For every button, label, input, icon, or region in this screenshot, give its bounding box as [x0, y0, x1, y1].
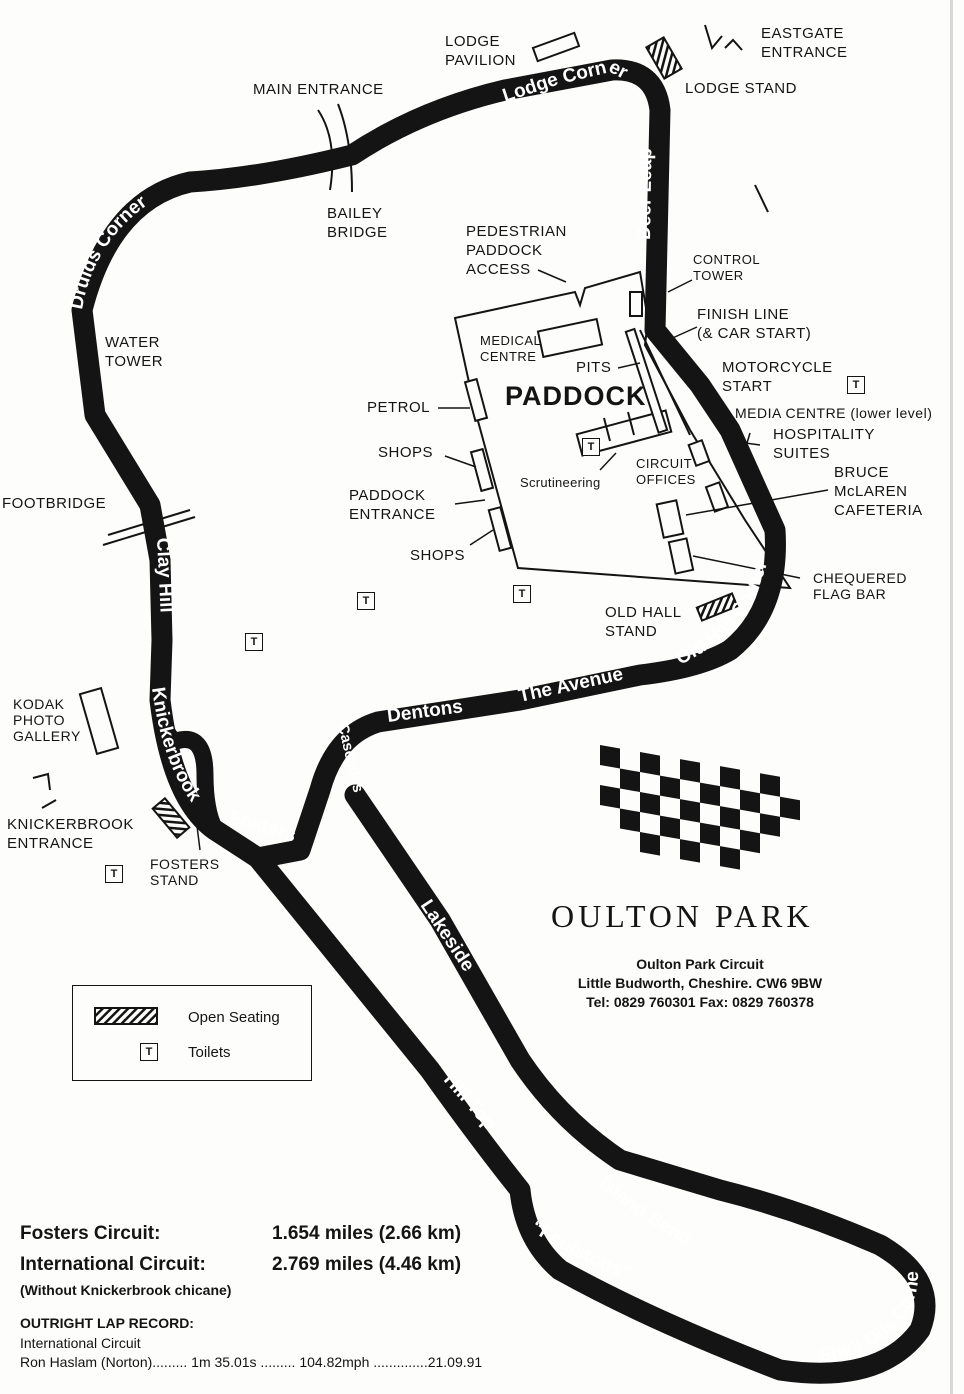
- label-eastgate-entrance: EASTGATE ENTRANCE: [761, 25, 848, 61]
- page-edge: [950, 0, 953, 1394]
- toilet-icon: T: [847, 376, 865, 394]
- media-centre-building: [687, 438, 711, 468]
- label-fosters-stand: FOSTERS STAND: [150, 856, 220, 888]
- address-line-3: Tel: 0829 760301 Fax: 0829 760378: [586, 994, 814, 1010]
- label-control-tower: CONTROL TOWER: [693, 252, 761, 283]
- track-main: [71, 59, 786, 869]
- footbridge: [102, 509, 196, 546]
- map-legend: Open Seating T Toilets: [72, 985, 312, 1081]
- track-south-loop: [247, 784, 936, 1384]
- eastgate-entrance-marker: [704, 24, 743, 51]
- track-labels: Lodge Corner Deer Leap Druids Corner Cla…: [0, 0, 923, 1367]
- label-motorcycle-start: MOTORCYCLE START: [722, 359, 833, 395]
- toilet-icon: T: [140, 1043, 158, 1061]
- open-seating-swatch: [94, 1007, 158, 1025]
- label-knickerbrook-entrance: KNICKERBROOK ENTRANCE: [7, 816, 134, 852]
- label-petrol: PETROL: [367, 399, 431, 416]
- international-circuit-length: 2.769 miles (4.46 km): [272, 1254, 462, 1275]
- label-chequered-flag-bar: CHEQUERED FLAG BAR: [813, 570, 907, 602]
- knickerbrook-chicane: [151, 691, 224, 839]
- label-shops-upper: SHOPS: [378, 444, 434, 461]
- cafeteria-building: [655, 499, 685, 539]
- label-bailey-bridge: BAILEY BRIDGE: [327, 205, 388, 241]
- circuit-note: (Without Knickerbrook chicane): [20, 1282, 232, 1298]
- label-finish-line: FINISH LINE (& CAR START): [697, 306, 812, 342]
- toilet-icon: T: [582, 438, 600, 456]
- toilet-icon: T: [245, 633, 263, 651]
- label-footbridge: FOOTBRIDGE: [2, 495, 107, 512]
- international-circuit-label: International Circuit:: [20, 1254, 206, 1275]
- stray-mark: [754, 184, 769, 213]
- label-old-hall-stand: OLD HALL STAND: [605, 604, 682, 640]
- knickerbrook-entrance-marker: [32, 772, 57, 809]
- label-shops-lower: SHOPS: [410, 547, 466, 564]
- petrol-building: [463, 377, 489, 423]
- old-hall-stand-seating: [695, 592, 739, 622]
- legend-toilets-label: Toilets: [188, 1044, 231, 1061]
- lodge-pavilion-building: [531, 31, 581, 63]
- label-water-tower: WATER TOWER: [105, 334, 164, 370]
- label-scrutineering: Scrutineering: [520, 475, 601, 490]
- lap-record-heading: OUTRIGHT LAP RECORD:: [20, 1315, 194, 1331]
- label-media-centre: MEDIA CENTRE (lower level): [735, 405, 933, 421]
- address-line-1: Oulton Park Circuit: [636, 956, 764, 972]
- toilet-icon: T: [105, 865, 123, 883]
- label-paddock-entrance: PADDOCK ENTRANCE: [349, 487, 436, 523]
- corner-lodge-corner: Lodge Corner: [500, 57, 632, 107]
- fosters-stand-seating: [151, 796, 191, 840]
- shops-lower-building: [487, 505, 513, 553]
- label-pits: PITS: [576, 359, 612, 376]
- corner-clay-hill: Clay Hill: [152, 537, 177, 613]
- label-hospitality-suites: HOSPITALITY SUITES: [773, 426, 875, 462]
- corner-the-avenue: The Avenue: [517, 664, 625, 707]
- kodak-gallery-building: [78, 686, 120, 756]
- chequered-flag-logo: [600, 745, 800, 901]
- pits-building: [624, 327, 669, 434]
- medical-centre-building: [536, 317, 604, 359]
- toilet-icon: T: [357, 592, 375, 610]
- label-kodak-photo-gallery: KODAK PHOTO GALLERY: [13, 696, 81, 744]
- leader-lines: [195, 269, 829, 851]
- legend-open-seating-label: Open Seating: [188, 1009, 280, 1026]
- label-circuit-offices: CIRCUIT OFFICES: [636, 456, 696, 487]
- lap-record-line: Ron Haslam (Norton)......... 1m 35.01s .…: [20, 1354, 483, 1370]
- label-lodge-stand: LODGE STAND: [685, 80, 797, 97]
- chequered-flag-bar-building: [667, 537, 695, 575]
- circuit-offices-building: [575, 409, 673, 457]
- bailey-bridge: [317, 103, 353, 193]
- label-lodge-pavilion: LODGE PAVILION: [445, 33, 516, 69]
- lodge-stand-seating: [644, 36, 684, 80]
- corner-lakeside: Lakeside: [416, 896, 479, 975]
- corner-druids-corner: Druids Corner: [66, 191, 151, 311]
- fosters-circuit-length: 1.654 miles (2.66 km): [272, 1223, 462, 1244]
- paddock-outline: [453, 270, 792, 590]
- address-block: Oulton Park Circuit Little Budworth, Che…: [545, 955, 855, 1012]
- label-medical-centre: MEDICAL CENTRE: [480, 333, 542, 364]
- address-line-2: Little Budworth, Cheshire. CW6 9BW: [577, 975, 823, 991]
- control-tower-building: [629, 291, 643, 317]
- circuit-name: OULTON PARK: [551, 898, 814, 934]
- label-bruce-mclaren-cafeteria: BRUCE McLAREN CAFETERIA: [834, 464, 923, 519]
- shops-upper-building: [469, 447, 495, 493]
- label-pedestrian-paddock-access: PEDESTRIAN PADDOCK ACCESS: [466, 223, 567, 278]
- toilet-icon: T: [513, 585, 531, 603]
- label-paddock: PADDOCK: [505, 381, 647, 411]
- lap-record-circuit: International Circuit: [20, 1335, 141, 1351]
- fosters-circuit-label: Fosters Circuit:: [20, 1223, 161, 1244]
- corner-deer-leap: Deer Leap: [634, 148, 656, 240]
- label-main-entrance: MAIN ENTRANCE: [253, 81, 384, 98]
